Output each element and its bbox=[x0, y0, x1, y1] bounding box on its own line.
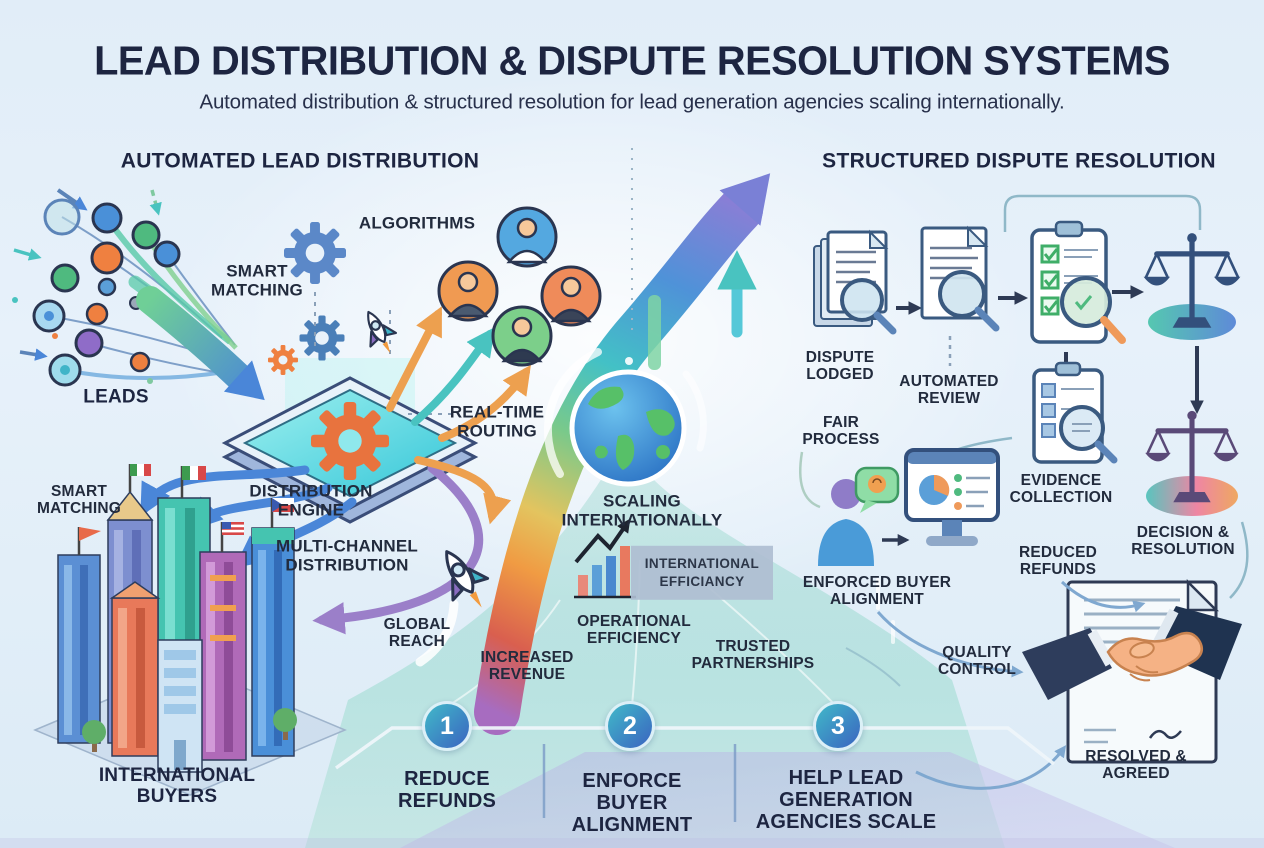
label-quality-control: QUALITY CONTROL bbox=[937, 643, 1017, 678]
building bbox=[199, 522, 247, 761]
review-document-icon bbox=[920, 225, 1000, 366]
label-multi-channel-distribution: MULTI-CHANNEL DISTRIBUTION bbox=[275, 536, 419, 574]
label-scaling-internationally: SCALING INTERNATIONALLY bbox=[561, 491, 723, 529]
label-smart-matching-bottom: SMART MATCHING bbox=[37, 482, 121, 517]
avatar-icon bbox=[540, 265, 602, 327]
step-label-help-agencies-scale: HELP LEAD GENERATION AGENCIES SCALE bbox=[755, 767, 937, 833]
label-smart-matching-top: SMART MATCHING bbox=[211, 261, 303, 299]
label-international-buyers: INTERNATIONAL BUYERS bbox=[98, 765, 256, 807]
label-trusted-partnerships: TRUSTED PARTNERSHIPS bbox=[691, 637, 815, 672]
buyer-avatars bbox=[437, 206, 602, 367]
label-automated-review: AUTOMATED REVIEW bbox=[899, 372, 999, 407]
label-operational-efficiency: OPERATIONAL EFFICIENCY bbox=[577, 612, 691, 647]
building bbox=[157, 639, 203, 773]
label-distribution-engine: DISTRIBUTION ENGINE bbox=[249, 481, 373, 519]
label-international-efficiancy: INTERNATIONAL EFFICIANCY bbox=[631, 545, 773, 601]
step-label-reduce-refunds: REDUCE REFUNDS bbox=[397, 768, 497, 812]
leads-network-icon bbox=[12, 188, 265, 401]
avatar-icon bbox=[437, 260, 499, 322]
handshake-agreement-icon bbox=[1022, 578, 1242, 764]
label-resolved-agreed: RESOLVED & AGREED bbox=[1085, 747, 1187, 782]
label-real-time-routing: REAL-TIME ROUTING bbox=[449, 402, 545, 440]
right-section-heading: STRUCTURED DISPUTE RESOLUTION bbox=[822, 149, 1216, 173]
building bbox=[109, 581, 161, 757]
step-label-enforce-buyer-alignment: ENFORCE BUYER ALIGNMENT bbox=[571, 770, 693, 836]
checklist-clipboard-icon bbox=[1030, 220, 1126, 344]
avatar-icon bbox=[496, 206, 558, 268]
step-badge-3: 3 bbox=[813, 701, 863, 751]
distribution-arrows bbox=[140, 306, 531, 635]
label-leads: LEADS bbox=[83, 386, 149, 408]
left-section-heading: AUTOMATED LEAD DISTRIBUTION bbox=[120, 149, 480, 173]
rocket-icon bbox=[354, 304, 405, 362]
step-badge-2: 2 bbox=[605, 701, 655, 751]
label-algorithms: ALGORITHMS bbox=[358, 213, 476, 233]
building bbox=[57, 527, 101, 744]
dispute-flow bbox=[798, 194, 1249, 790]
rocket-launch-icon bbox=[415, 539, 501, 667]
label-global-reach: GLOBAL REACH bbox=[383, 615, 451, 650]
label-enforced-buyer-alignment: ENFORCED BUYER ALIGNMENT bbox=[802, 573, 952, 608]
page-title: LEAD DISTRIBUTION & DISPUTE RESOLUTION S… bbox=[94, 37, 1170, 84]
label-increased-revenue: INCREASED REVENUE bbox=[480, 648, 574, 683]
dispute-document-icon bbox=[813, 229, 897, 335]
avatar-icon bbox=[491, 305, 553, 367]
growth-chart-icon bbox=[574, 518, 636, 599]
dashboard-monitor-icon bbox=[904, 448, 1000, 546]
justice-scales-icon bbox=[1144, 233, 1241, 340]
evidence-clipboard-icon bbox=[1032, 361, 1118, 464]
label-fair-process: FAIR PROCESS bbox=[802, 413, 880, 448]
globe-icon bbox=[543, 348, 707, 487]
decision-scales-icon bbox=[1145, 411, 1239, 516]
bottom-band bbox=[334, 726, 1056, 822]
buyer-person-icon bbox=[818, 466, 900, 566]
label-decision-resolution: DECISION & RESOLUTION bbox=[1131, 523, 1235, 558]
label-reduced-refunds: REDUCED REFUNDS bbox=[1018, 543, 1098, 578]
step-badge-1: 1 bbox=[422, 701, 472, 751]
label-evidence-collection: EVIDENCE COLLECTION bbox=[1009, 471, 1113, 506]
city-buildings-icon bbox=[33, 464, 347, 796]
label-dispute-lodged: DISPUTE LODGED bbox=[805, 348, 875, 383]
tree-icon bbox=[82, 708, 297, 752]
page-subtitle: Automated distribution & structured reso… bbox=[199, 90, 1065, 114]
